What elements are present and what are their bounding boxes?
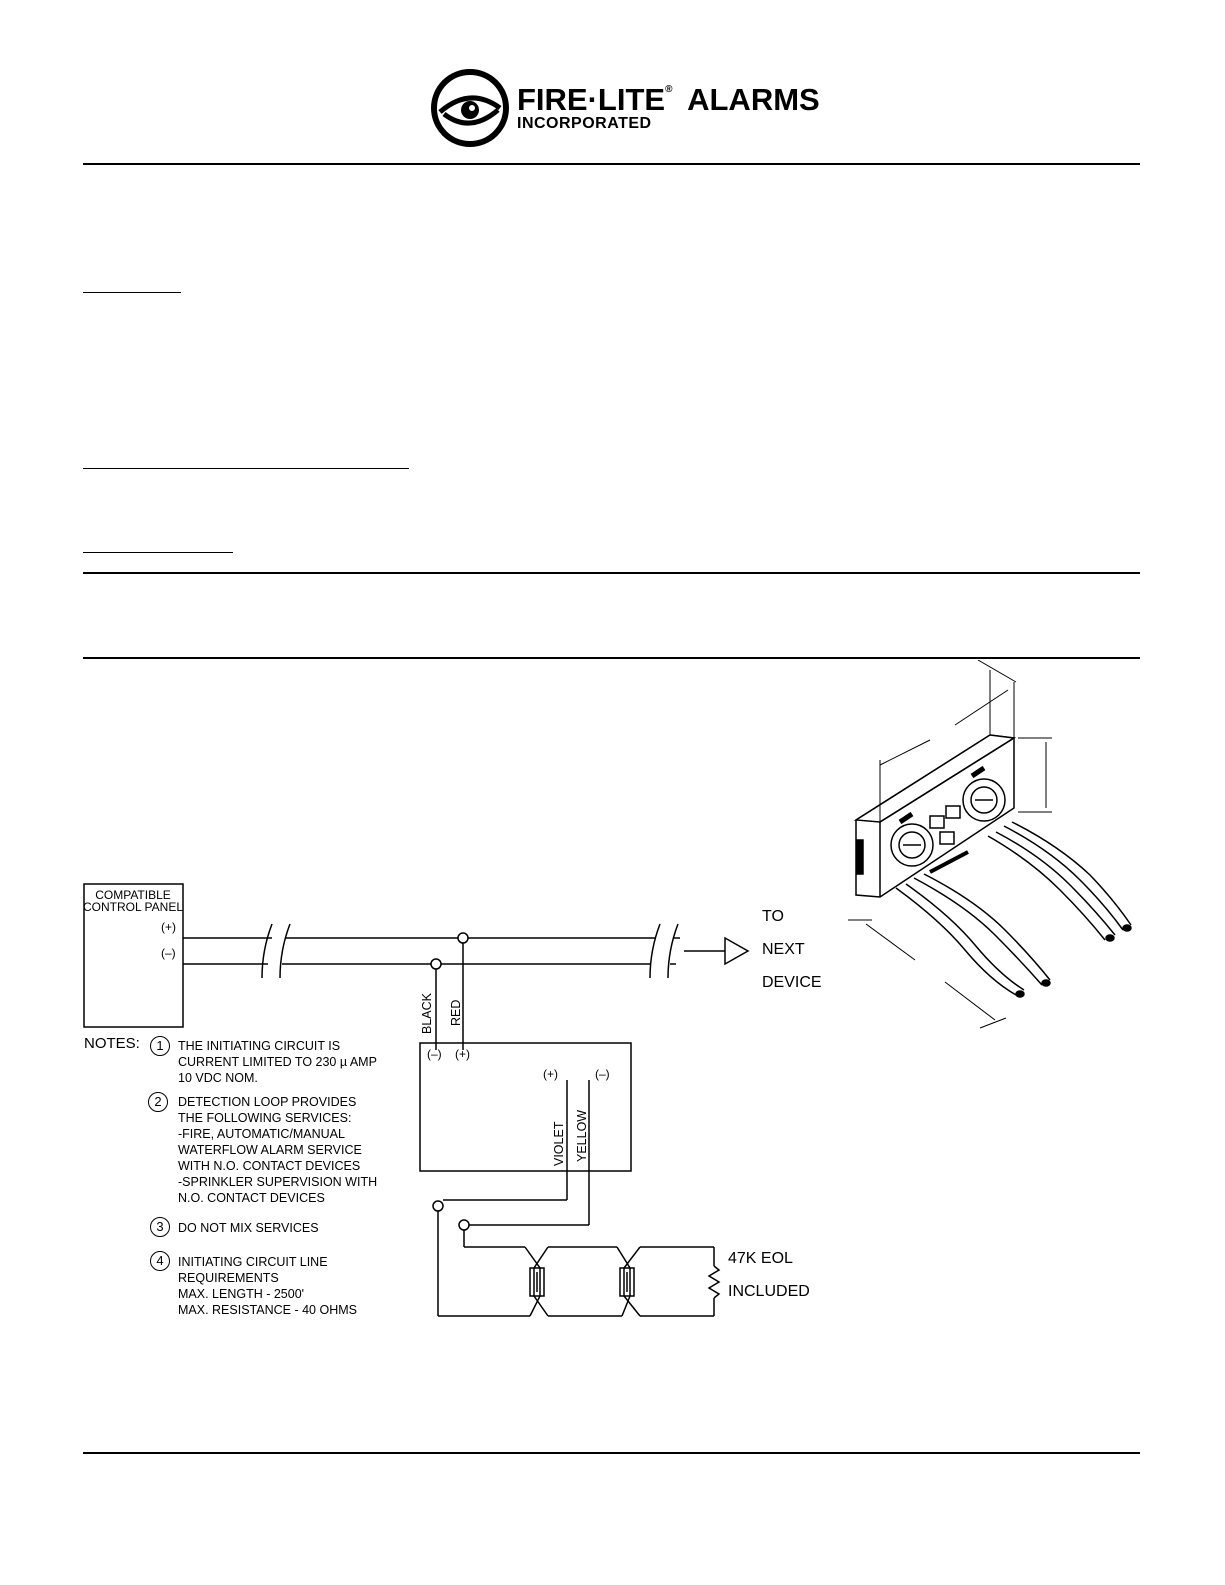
to-next-device-3: DEVICE [762,974,822,991]
section-rule-2 [83,657,1140,659]
panel-plus-label: (+) [161,920,176,934]
note-3-text: DO NOT MIX SERVICES [178,1221,319,1235]
black-tap-node [430,958,442,970]
control-panel-box [83,883,184,1028]
module-plus-left: (+) [455,1047,470,1061]
footer-rule [83,1452,1140,1454]
notes-label: NOTES: [84,1035,140,1052]
module-minus-right: (–) [595,1067,610,1081]
wire-black-label: BLACK [420,992,434,1034]
section-rule-1 [83,572,1140,574]
panel-title-1: COMPATIBLE [95,888,171,902]
to-next-device-2: NEXT [762,941,805,958]
section-underline-1 [83,292,181,293]
initiating-device-1 [529,1267,545,1297]
module-minus-left: (–) [427,1047,442,1061]
company-logo: FIRE·LITE® ALARMS INCORPORATED [430,68,820,153]
note-2-text: DETECTION LOOP PROVIDES THE FOLLOWING SE… [178,1095,378,1205]
wiring-diagram: COMPATIBLE CONTROL PANEL (+) (–) TO NEXT… [83,660,1132,1317]
monitor-module-box [419,1042,632,1172]
logo-brand: FIRE·LITE® ALARMS [517,82,820,117]
panel-minus-label: (–) [161,946,176,960]
eol-label-2: INCLUDED [728,1283,810,1300]
panel-title-2: CONTROL PANEL [83,900,183,914]
wire-violet-label: VIOLET [552,1121,566,1166]
logo-subline: INCORPORATED [517,115,652,132]
note-1-text: THE INITIATING CIRCUIT IS CURRENT LIMITE… [178,1039,377,1085]
section-underline-2 [83,468,409,469]
wire-red-label: RED [449,1000,463,1026]
module-illustration [848,660,1132,1029]
note-4-number: 4 [150,1251,170,1271]
header-rule [83,163,1140,165]
eol-label-1: 47K EOL [728,1250,793,1267]
note-2-number: 2 [148,1092,168,1112]
to-next-device-1: TO [762,908,784,925]
module-plus-right: (+) [543,1067,558,1081]
eye-logo-icon [431,69,509,147]
note-4-text: INITIATING CIRCUIT LINE REQUIREMENTS MAX… [178,1255,357,1317]
wire-yellow-label: YELLOW [575,1110,589,1162]
note-3-number: 3 [150,1217,170,1237]
eol-resistor-icon [707,1265,721,1299]
initiating-device-2 [619,1267,635,1297]
red-tap-node [457,932,469,944]
section-underline-3 [83,552,233,553]
note-1-number: 1 [150,1036,170,1056]
